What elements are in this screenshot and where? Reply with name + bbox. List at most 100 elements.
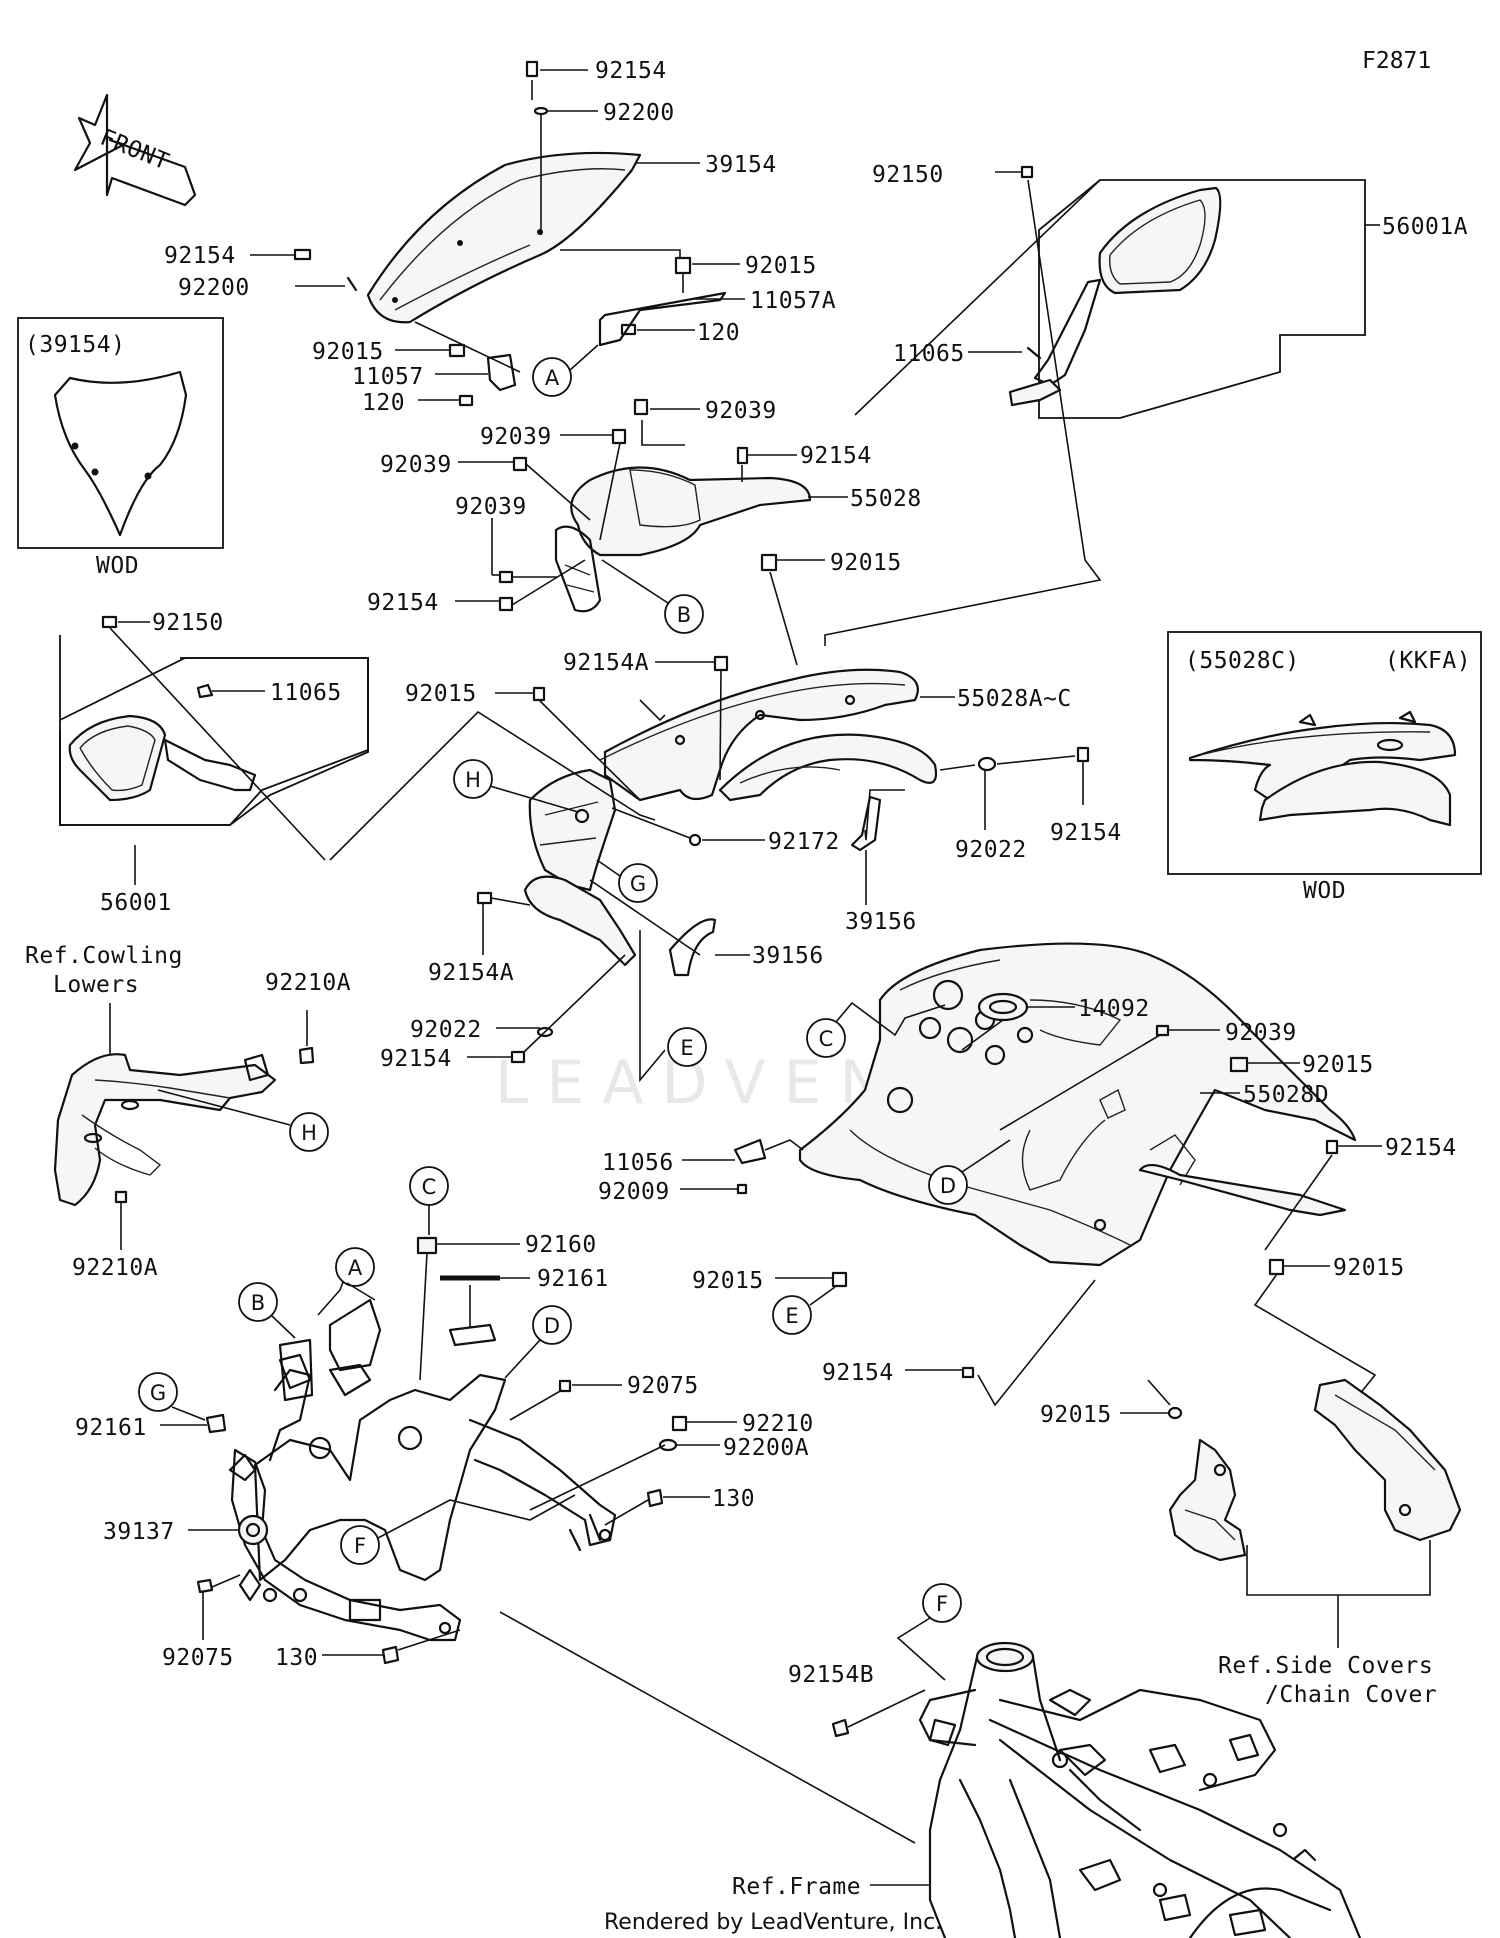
frame bbox=[918, 1641, 1362, 1938]
callout-H-cowl bbox=[453, 759, 493, 799]
footer-credit: Rendered by LeadVenture, Inc. bbox=[604, 1910, 942, 1935]
callout-E-right bbox=[772, 1295, 812, 1335]
label-11057A: 11057A bbox=[750, 288, 836, 314]
callout-D-stay-letter: D bbox=[544, 1314, 560, 1338]
ref-side-covers-1: Ref.Side Covers bbox=[1218, 1653, 1433, 1679]
ref-frame: Ref.Frame bbox=[732, 1874, 861, 1900]
callout-G-cowl-letter: G bbox=[630, 872, 646, 896]
callout-A-stay-letter: A bbox=[348, 1256, 363, 1280]
label-92075-b: 92075 bbox=[162, 1645, 234, 1671]
label-92210A-a: 92210A bbox=[265, 970, 351, 996]
bolt-92154B bbox=[831, 1718, 850, 1738]
label-92154-top: 92154 bbox=[595, 58, 667, 84]
label-56001: 56001 bbox=[100, 890, 172, 916]
upper-cowl-55028A-C bbox=[599, 668, 938, 802]
label-92039-a: 92039 bbox=[705, 398, 777, 424]
label-92015-a: 92015 bbox=[745, 253, 817, 279]
callout-H-cowl-letter: H bbox=[465, 768, 481, 792]
label-92039-b: 92039 bbox=[480, 424, 552, 450]
label-92154-e: 92154 bbox=[380, 1046, 452, 1072]
ref-side-covers-2: /Chain Cover bbox=[1265, 1682, 1437, 1708]
inset-cowl-variant: WOD bbox=[1303, 878, 1346, 904]
side-cover-left bbox=[1168, 1438, 1247, 1562]
callout-B-stay bbox=[238, 1282, 278, 1322]
callout-D-cowl-letter: D bbox=[940, 1174, 956, 1198]
label-11065-left: 11065 bbox=[270, 680, 342, 706]
callout-E-cowl bbox=[667, 1027, 707, 1067]
inset-cowl-box bbox=[1167, 631, 1482, 875]
windshield-39154 bbox=[366, 151, 642, 324]
label-39154: 39154 bbox=[705, 152, 777, 178]
label-120-a: 120 bbox=[697, 320, 740, 346]
label-92009: 92009 bbox=[598, 1179, 670, 1205]
callout-E-cowl-letter: E bbox=[680, 1036, 693, 1060]
label-92172: 92172 bbox=[768, 829, 840, 855]
label-92015-f: 92015 bbox=[692, 1268, 764, 1294]
ref-cowling-lowers-1: Ref.Cowling bbox=[25, 943, 183, 969]
label-92015-h: 92015 bbox=[1040, 1402, 1112, 1428]
mirror-right-outline bbox=[1038, 179, 1366, 419]
callout-F-stay-letter: F bbox=[354, 1534, 366, 1558]
label-92154A-b: 92154A bbox=[428, 960, 514, 986]
label-39156-b: 39156 bbox=[752, 943, 824, 969]
inset-windshield-variant: WOD bbox=[96, 553, 139, 579]
side-cover-right bbox=[1313, 1378, 1462, 1542]
cowling-lower-left bbox=[53, 1053, 277, 1207]
label-39137: 39137 bbox=[103, 1519, 175, 1545]
label-92154A-a: 92154A bbox=[563, 650, 649, 676]
label-92039-c: 92039 bbox=[380, 452, 452, 478]
callout-C-stay-letter: C bbox=[422, 1175, 437, 1199]
cowling-stay-39137 bbox=[228, 1353, 617, 1642]
label-92015-d: 92015 bbox=[405, 681, 477, 707]
callout-A-top bbox=[532, 357, 572, 397]
label-92022-a: 92022 bbox=[955, 837, 1027, 863]
inset-cowl-code: (55028C) bbox=[1185, 648, 1300, 674]
callout-A-stay bbox=[335, 1247, 375, 1287]
callout-F-frame-letter: F bbox=[936, 1592, 948, 1616]
callout-B-meter-letter: B bbox=[677, 603, 691, 627]
callout-B-meter bbox=[664, 594, 704, 634]
duct-39156-b bbox=[668, 918, 717, 977]
label-55028AC: 55028A~C bbox=[957, 686, 1072, 712]
label-92075-a: 92075 bbox=[627, 1373, 699, 1399]
label-92154-d: 92154 bbox=[1050, 820, 1122, 846]
label-92154-left: 92154 bbox=[164, 243, 236, 269]
callout-C-cowl-letter: C bbox=[819, 1027, 834, 1051]
callout-G-stay bbox=[138, 1372, 178, 1412]
label-92015-b: 92015 bbox=[312, 339, 384, 365]
label-130-a: 130 bbox=[712, 1486, 755, 1512]
label-14092: 14092 bbox=[1078, 996, 1150, 1022]
label-120-b: 120 bbox=[362, 390, 405, 416]
mirror-left-glass bbox=[68, 714, 167, 802]
callout-F-frame bbox=[922, 1583, 962, 1623]
label-92154-f: 92154 bbox=[1385, 1135, 1457, 1161]
callout-G-stay-letter: G bbox=[150, 1381, 166, 1405]
callout-C-cowl bbox=[806, 1018, 846, 1058]
figure-code: F2871 bbox=[1362, 48, 1431, 74]
grommet-14092 bbox=[977, 992, 1029, 1022]
label-55028D: 55028D bbox=[1243, 1082, 1329, 1108]
duct-39156-a bbox=[850, 795, 882, 852]
inset-windshield-shape bbox=[53, 370, 188, 537]
label-92210: 92210 bbox=[742, 1411, 814, 1437]
label-92150-right: 92150 bbox=[872, 162, 944, 188]
label-92200A: 92200A bbox=[723, 1435, 809, 1461]
callout-H-lower-letter: H bbox=[301, 1121, 317, 1145]
label-11056: 11056 bbox=[602, 1150, 674, 1176]
label-92015-g: 92015 bbox=[1333, 1255, 1405, 1281]
label-56001A: 56001A bbox=[1382, 214, 1468, 240]
inset-windshield-box bbox=[17, 317, 224, 549]
callout-G-cowl bbox=[618, 863, 658, 903]
inset-cowl-shape bbox=[1188, 710, 1457, 827]
label-39156-a: 39156 bbox=[845, 909, 917, 935]
inset-windshield-code: (39154) bbox=[25, 332, 125, 358]
label-92015-e: 92015 bbox=[1302, 1052, 1374, 1078]
callout-E-right-letter: E bbox=[785, 1304, 798, 1328]
callout-H-lower bbox=[289, 1112, 329, 1152]
label-11057: 11057 bbox=[352, 364, 424, 390]
label-92200-top: 92200 bbox=[603, 100, 675, 126]
label-92154-b: 92154 bbox=[367, 590, 439, 616]
label-92210A-b: 92210A bbox=[72, 1255, 158, 1281]
label-92161-b: 92161 bbox=[75, 1415, 147, 1441]
